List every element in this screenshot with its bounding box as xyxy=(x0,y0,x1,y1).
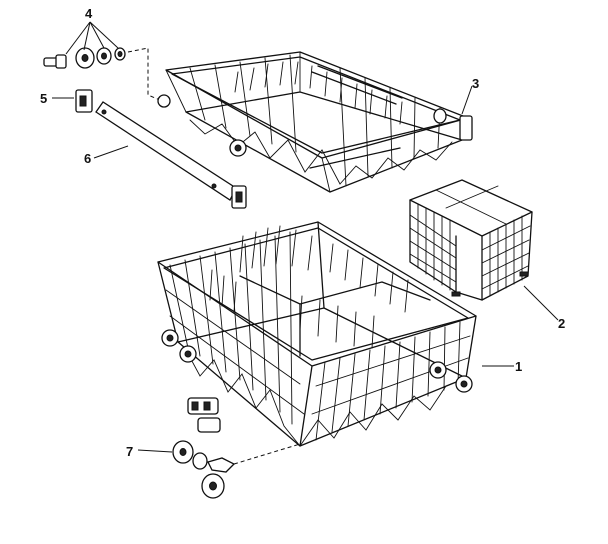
callout-6: 6 xyxy=(84,151,91,166)
rack-wheel-part xyxy=(172,397,301,499)
leader-lines xyxy=(52,21,559,453)
silverware-basket-part xyxy=(409,179,533,301)
callout-1: 1 xyxy=(515,359,522,374)
lower-rack-part xyxy=(157,221,477,447)
callout-3: 3 xyxy=(472,76,479,91)
rack-stop-part xyxy=(75,89,93,113)
upper-rack-part xyxy=(165,51,473,193)
callout-4: 4 xyxy=(85,6,93,21)
callout-7: 7 xyxy=(126,444,133,459)
roller-stud-assembly xyxy=(43,47,171,108)
callout-5: 5 xyxy=(40,91,47,106)
rack-track-part xyxy=(95,101,247,209)
callout-2: 2 xyxy=(558,316,565,331)
